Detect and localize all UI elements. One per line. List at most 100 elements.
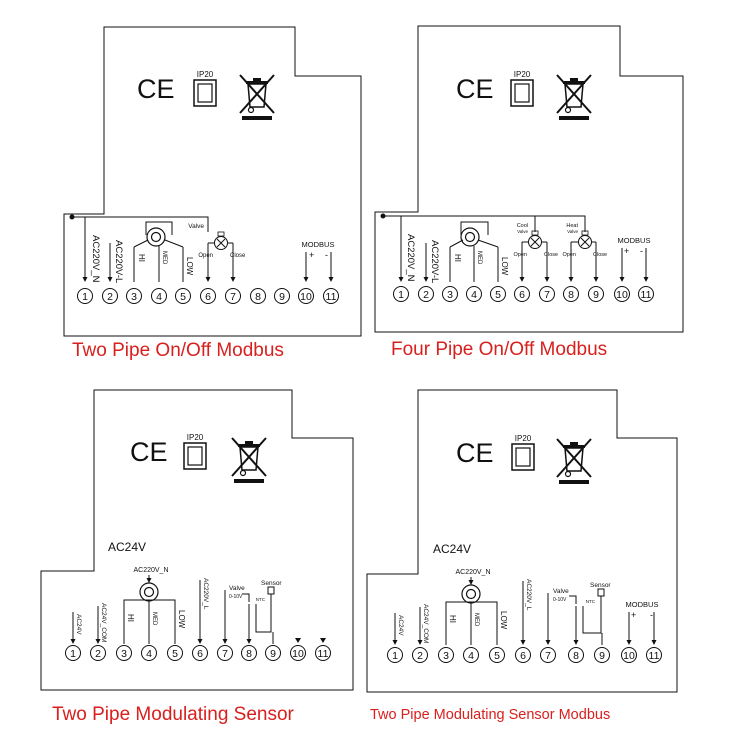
terminal-1 — [387, 647, 403, 663]
terminal-number-6: 6 — [519, 289, 525, 301]
bin-lid — [246, 81, 268, 84]
valve-open-label: Open — [198, 253, 213, 259]
terminal-2-label: AC24V_COM — [100, 603, 107, 642]
modbus-plus-label: + — [631, 610, 636, 620]
valve-range-label: 0-10V — [553, 597, 567, 603]
fan-low-wire — [477, 239, 499, 248]
terminal-11 — [323, 288, 339, 304]
terminal-number-10: 10 — [300, 291, 312, 303]
bin-bar — [234, 479, 264, 483]
valve-actuator-icon — [528, 230, 542, 249]
modbus-plus-label: + — [309, 250, 314, 260]
terminal-4 — [151, 288, 167, 304]
arrow-head-icon — [328, 277, 334, 282]
fan-bridge-wire — [123, 599, 176, 604]
ip20-box-outer — [511, 443, 535, 471]
supply-bus-wire — [72, 216, 209, 232]
arrow-head-icon — [146, 578, 152, 583]
arrow-head-icon — [545, 640, 551, 645]
valve-label: Valve — [553, 588, 569, 595]
terminal-number-4: 4 — [468, 650, 474, 662]
terminal-7 — [540, 647, 556, 663]
terminal-3-label: HI — [448, 615, 457, 623]
terminal-number-3: 3 — [447, 289, 453, 301]
sensor-label: Sensor — [590, 582, 611, 589]
arrow-head-icon — [619, 277, 625, 282]
arrow-head-icon — [197, 639, 203, 644]
sensor-ntc-label: NTC — [256, 597, 266, 602]
terminal-number-5: 5 — [494, 650, 500, 662]
terminal-4-label: MED — [161, 251, 167, 265]
terminal-number-11: 11 — [318, 648, 329, 660]
terminal-number-2: 2 — [423, 289, 429, 301]
fan-motor-icon — [461, 584, 481, 604]
fan-bridge-wire — [445, 601, 498, 606]
modbus-plus-label: + — [624, 246, 629, 256]
ip20-box-outer — [183, 442, 207, 470]
terminal-2-label: AC220V-L — [113, 240, 124, 283]
supply-voltage-label: AC24V — [433, 542, 471, 556]
terminal-11 — [638, 286, 654, 302]
modbus-label: MODBUS — [626, 600, 659, 609]
valve-actuator-icon — [578, 230, 592, 249]
device-outline — [40, 389, 354, 691]
terminal-2 — [418, 286, 434, 302]
sensor-wire — [255, 594, 272, 633]
terminal-number-8: 8 — [568, 289, 574, 301]
modbus-minus-label: - — [650, 610, 653, 620]
terminal-3 — [126, 288, 142, 304]
arrow-head-icon — [423, 277, 429, 282]
ip20-label: IP20 — [515, 434, 532, 443]
terminal-8 — [250, 288, 266, 304]
ce-mark-icon: CE — [130, 437, 168, 467]
supply-voltage-label: AC24V — [108, 540, 146, 554]
ce-mark-icon: CE — [137, 74, 175, 104]
ip20-box-icon — [511, 443, 535, 471]
terminal-number-4: 4 — [471, 289, 477, 301]
terminal-number-7: 7 — [544, 289, 550, 301]
cool-valve-label-2: Valve — [517, 229, 528, 234]
terminal-number-3: 3 — [443, 650, 449, 662]
terminal-6 — [200, 288, 216, 304]
terminal-number-8: 8 — [255, 291, 261, 303]
modbus-minus-label: - — [325, 250, 328, 260]
weee-bin-icon — [556, 74, 592, 120]
modbus-minus-label: - — [640, 246, 643, 256]
terminal-4-label: MED — [476, 251, 482, 265]
bin-wheel — [239, 469, 247, 477]
valve-cross — [530, 237, 540, 247]
fan-motor-icon — [460, 227, 480, 247]
terminal-11 — [315, 645, 331, 661]
terminal-9 — [588, 286, 604, 302]
fan-inner — [150, 231, 162, 243]
bin-body — [564, 83, 584, 108]
terminal-number-3: 3 — [131, 291, 137, 303]
device-outline — [366, 389, 678, 693]
terminal-4-label: MED — [473, 613, 479, 627]
bin-handle — [245, 441, 253, 444]
terminal-1-label: AC220V_N — [90, 235, 101, 283]
fan-inner — [143, 586, 155, 598]
terminal-number-7: 7 — [222, 648, 228, 660]
heat-valve-label-2: Valve — [567, 229, 578, 234]
terminal-2-label: AC24V_COM — [422, 604, 429, 643]
ip20-box-outer — [193, 79, 217, 107]
arrow-head-icon — [651, 640, 657, 645]
terminal-number-9: 9 — [279, 291, 285, 303]
terminal-number-2: 2 — [95, 648, 101, 660]
arrow-head-icon — [520, 640, 526, 645]
terminal-10 — [290, 645, 306, 661]
terminal-1-label: AC24V — [397, 615, 404, 636]
arrow-head-icon — [82, 277, 88, 282]
sensor-ntc-label: NTC — [586, 599, 596, 604]
valve-signal-wire — [569, 595, 577, 604]
device-outline — [63, 26, 362, 337]
bin-handle — [570, 442, 578, 445]
terminal-11-arrow-icon — [320, 638, 326, 643]
terminal-7 — [217, 645, 233, 661]
terminal-9 — [594, 647, 610, 663]
